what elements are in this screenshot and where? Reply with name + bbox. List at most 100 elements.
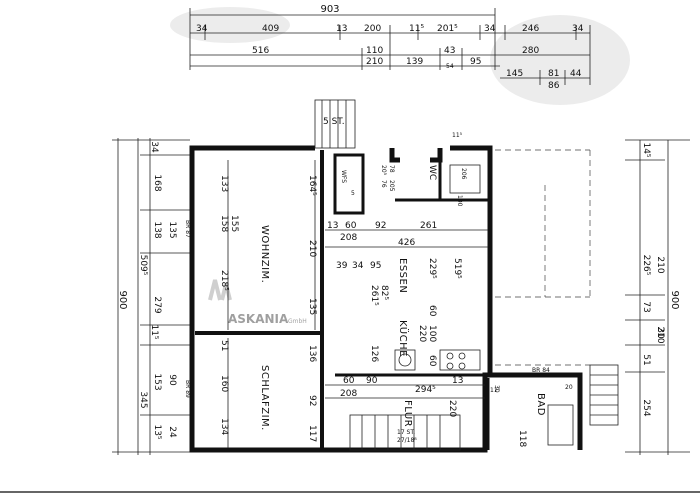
dim-label: 220 — [447, 400, 457, 417]
dim-label: 90 — [366, 376, 378, 386]
dim-label: 95 — [470, 57, 481, 67]
dim-label: 135 — [307, 298, 317, 315]
watermark-text: ASKANIA — [228, 312, 289, 326]
dim-label: 39 — [336, 261, 348, 271]
dim-label: 11⁵ — [452, 132, 463, 139]
bathtub-symbol — [547, 404, 574, 446]
dim-label: 220 — [417, 325, 427, 342]
dim-label: 86 — [548, 81, 560, 91]
dim-label: 345 — [138, 391, 148, 408]
dim-label: 100 — [456, 195, 463, 207]
room-label-essen: ESSEN — [397, 258, 408, 293]
dim-label: 903 — [320, 4, 339, 15]
dim-label: 14⁵ — [641, 142, 651, 157]
scan-smudge — [490, 15, 630, 105]
room-label-schlafzim: SCHLAFZIM. — [259, 365, 270, 431]
dim-label: 145 — [506, 69, 523, 79]
fixtures — [394, 164, 574, 446]
dim-label: 24 — [167, 426, 177, 438]
stove-symbol — [439, 349, 481, 371]
dim-label: 206 — [460, 168, 467, 180]
watermark-logo: ASKANIA GmbH — [208, 279, 307, 326]
dim-label: 210 — [366, 57, 383, 67]
dim-label: 519⁵ — [452, 258, 462, 279]
room-label-flur: FLUR — [402, 400, 413, 427]
dim-label: BR 84 — [532, 367, 550, 374]
dim-label: 34 — [352, 261, 364, 271]
stair-label: 5 ST. — [323, 117, 345, 127]
dim-label: 208 — [340, 233, 357, 243]
dashed-projection — [495, 149, 591, 366]
sink-symbol — [398, 353, 412, 367]
room-label-wfs: WFS — [340, 170, 347, 183]
dim-label: BR 87 — [184, 220, 191, 238]
room-label-bad: BAD — [535, 393, 546, 416]
dim-label: 100 — [427, 325, 437, 342]
toilet-symbol — [449, 164, 481, 194]
dim-label: 78 — [388, 165, 395, 173]
dim-label: 280 — [522, 46, 539, 56]
dim-label: 92 — [307, 395, 317, 406]
dim-label: 30 — [493, 385, 500, 393]
dim-label: 92 — [375, 221, 386, 231]
stair-label: 27/18⁸ — [397, 437, 417, 444]
dim-label: 43 — [444, 46, 455, 56]
room-label-kueche: KÜCHE — [397, 320, 410, 357]
dim-label: 164⁵ — [307, 175, 317, 196]
dim-label: 13 — [452, 376, 463, 386]
left-dimensions: 900 509⁵ 345 34 168 138 279 11⁵ 153 13⁵ … — [112, 138, 190, 455]
dim-label: 118 — [517, 430, 527, 447]
dim-label: 200 — [364, 24, 381, 34]
dim-label: 516 — [252, 46, 269, 56]
dim-label: 205 — [388, 180, 395, 192]
dim-label: 11⁵ — [490, 387, 501, 394]
dim-label: 229⁵ — [427, 258, 437, 279]
dim-label: 95 — [370, 261, 381, 271]
dim-label: 117 — [307, 425, 317, 442]
dim-label: 60 — [427, 305, 437, 317]
stairs-outer — [589, 364, 619, 426]
dim-label: 136 — [307, 345, 317, 362]
interior-dimensions: 133 158 155 218⁵ 210 135 164⁵ 136 51 160… — [184, 132, 573, 448]
dim-label: 210 — [655, 326, 665, 343]
dim-label: 11⁵ — [409, 24, 424, 34]
dim-label: 139 — [406, 57, 423, 67]
dim-label: 20 — [565, 384, 573, 391]
dim-label: 138 — [152, 221, 162, 238]
dim-label: 134 — [219, 418, 229, 435]
dim-label: 153 — [152, 373, 162, 390]
dim-label: 294⁵ — [415, 385, 436, 395]
dim-label: 509⁵ — [138, 255, 148, 276]
room-label-wc: WC — [427, 165, 437, 180]
dim-label: 160 — [219, 375, 229, 392]
scan-smudge — [170, 7, 290, 43]
dim-label: 218⁵ — [219, 270, 229, 291]
dim-label: 60 — [345, 221, 357, 231]
dim-label: 44 — [570, 69, 582, 79]
dim-label: 126 — [369, 345, 379, 362]
dim-label: 210 — [655, 256, 665, 273]
dim-label: 254 — [641, 399, 651, 416]
dim-label: 51 — [641, 354, 651, 365]
dim-label: 5 — [351, 190, 355, 197]
dim-label: 409 — [262, 24, 279, 34]
dim-label: 900 — [117, 290, 128, 309]
dim-label: 279 — [152, 296, 162, 313]
dim-label: 158 — [219, 215, 229, 232]
dim-label: 135 — [167, 221, 177, 238]
dim-label: 900 — [669, 290, 680, 309]
dim-label: 34 — [572, 24, 584, 34]
dim-label: 20⁵ — [380, 165, 387, 176]
dim-label: 82⁵ — [379, 285, 389, 300]
dim-label: 73 — [641, 301, 651, 312]
dim-label: 11⁵ — [149, 324, 159, 339]
dim-label: BR 89 — [184, 380, 191, 398]
dim-label: 51 — [219, 340, 229, 351]
dim-label: 60 — [343, 376, 355, 386]
stairs-bottom: 17 ST. 27/18⁸ — [349, 414, 461, 451]
dim-label: 60 — [427, 355, 437, 367]
dim-label: 13⁵ — [152, 424, 162, 439]
dim-label: 155 — [229, 215, 239, 232]
stair-label: 17 ST. — [397, 429, 415, 436]
